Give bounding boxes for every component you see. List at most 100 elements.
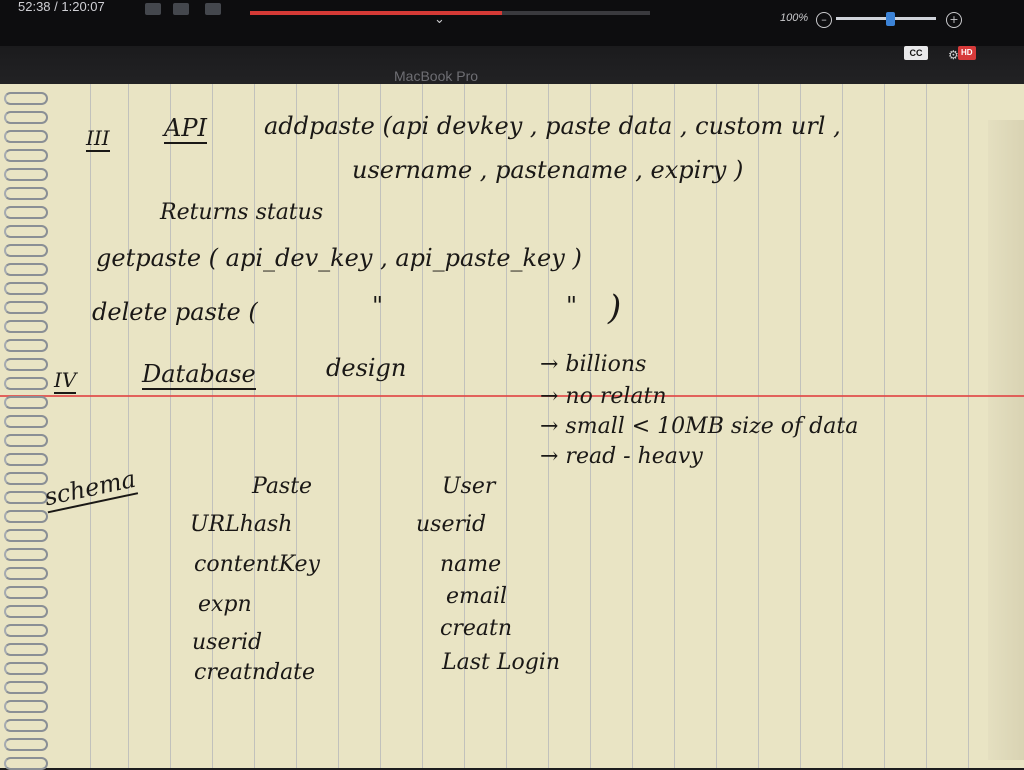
spiral-ring: [4, 168, 48, 181]
ruled-line: [506, 84, 507, 768]
ruled-line: [800, 84, 801, 768]
spiral-ring: [4, 681, 48, 694]
thumbnail-icon: [173, 3, 189, 15]
ruled-line: [422, 84, 423, 768]
spiral-ring: [4, 719, 48, 732]
ruled-line: [296, 84, 297, 768]
zoom-in-button[interactable]: +: [946, 12, 962, 28]
ruled-line: [926, 84, 927, 768]
ruled-line: [338, 84, 339, 768]
ruled-line: [632, 84, 633, 768]
spiral-ring: [4, 605, 48, 618]
requirement-bullet: → billions: [540, 352, 647, 377]
spiral-ring: [4, 529, 48, 542]
user-field: creatn: [440, 616, 512, 641]
spiral-ring: [4, 738, 48, 751]
hd-badge: HD: [958, 46, 976, 60]
spiral-ring: [4, 757, 48, 770]
ruled-line: [548, 84, 549, 768]
zoom-out-button[interactable]: –: [816, 12, 832, 28]
spiral-ring: [4, 643, 48, 656]
api-delete-line: delete paste (: [92, 298, 258, 326]
api-get-line: getpaste ( api_dev_key , api_paste_key ): [96, 244, 582, 272]
paste-field: URLhash: [190, 512, 293, 537]
ditto-mark: ": [372, 292, 384, 320]
spiral-ring: [4, 491, 48, 504]
ruled-line: [90, 84, 91, 768]
section-title: API: [164, 114, 207, 144]
requirement-bullet: → no relatn: [540, 384, 667, 409]
ditto-mark: ": [566, 292, 578, 320]
thumbnail-icon: [205, 3, 221, 15]
ruled-line: [674, 84, 675, 768]
spiral-ring: [4, 282, 48, 295]
zoom-level: 100%: [780, 12, 809, 24]
returns-note: Returns status: [160, 200, 324, 225]
user-field: name: [440, 552, 502, 577]
spiral-ring: [4, 320, 48, 333]
spiral-ring: [4, 225, 48, 238]
ruled-line: [968, 84, 969, 768]
ruled-line: [842, 84, 843, 768]
paste-table-title: Paste: [252, 474, 313, 499]
ruled-line: [884, 84, 885, 768]
zoom-slider-handle[interactable]: [886, 12, 895, 26]
user-field: email: [446, 584, 508, 609]
ruled-line: [716, 84, 717, 768]
spiral-ring: [4, 92, 48, 105]
ruled-line: [758, 84, 759, 768]
paste-field: expn: [198, 592, 252, 617]
spiral-ring: [4, 301, 48, 314]
spiral-ring: [4, 510, 48, 523]
api-add-line1: addpaste (api devkey , paste data , cust…: [264, 112, 841, 140]
section-number: III: [86, 126, 110, 152]
spiral-ring: [4, 111, 48, 124]
spiral-ring: [4, 624, 48, 637]
requirement-bullet: → read - heavy: [540, 444, 703, 469]
user-field: Last Login: [442, 650, 560, 675]
spiral-ring: [4, 339, 48, 352]
spiral-ring: [4, 263, 48, 276]
ruled-line: [380, 84, 381, 768]
section-title: Database: [142, 360, 256, 390]
spiral-ring: [4, 206, 48, 219]
thumbnail-icon: [145, 3, 161, 15]
api-add-line2: username , pastename , expiry ): [352, 156, 744, 184]
section-number: IV: [54, 368, 77, 394]
ruled-line: [170, 84, 171, 768]
user-table-title: User: [442, 474, 496, 499]
closing-paren: ): [608, 288, 622, 328]
closed-captions-button[interactable]: CC: [904, 46, 928, 60]
spiral-ring: [4, 586, 48, 599]
spiral-ring: [4, 187, 48, 200]
spiral-ring: [4, 149, 48, 162]
spiral-ring: [4, 377, 48, 390]
spiral-ring: [4, 415, 48, 428]
ruled-line: [590, 84, 591, 768]
spiral-ring: [4, 130, 48, 143]
spiral-ring: [4, 434, 48, 447]
video-progress-fill: [250, 11, 502, 15]
user-field: userid: [416, 512, 487, 537]
spiral-ring: [4, 244, 48, 257]
video-time: 52:38 / 1:20:07: [18, 0, 105, 14]
requirement-bullet: → small < 10MB size of data: [540, 414, 859, 439]
laptop-label: MacBook Pro: [394, 68, 479, 84]
gear-icon[interactable]: ⚙: [948, 48, 959, 62]
paste-field: userid: [192, 630, 263, 655]
spiral-ring: [4, 700, 48, 713]
spiral-ring: [4, 472, 48, 485]
red-margin-line: [0, 395, 1024, 397]
spiral-ring: [4, 662, 48, 675]
laptop-screen: 52:38 / 1:20:07 ⌄ 100% – +: [0, 0, 1024, 46]
spiral-ring: [4, 453, 48, 466]
ruled-line: [212, 84, 213, 768]
chevron-down-icon[interactable]: ⌄: [434, 12, 445, 27]
paste-field: creatndate: [194, 660, 316, 685]
ruled-line: [464, 84, 465, 768]
video-progress-bar[interactable]: [250, 11, 650, 15]
spiral-ring: [4, 396, 48, 409]
spiral-ring: [4, 548, 48, 561]
ruled-line: [128, 84, 129, 768]
spiral-ring: [4, 567, 48, 580]
